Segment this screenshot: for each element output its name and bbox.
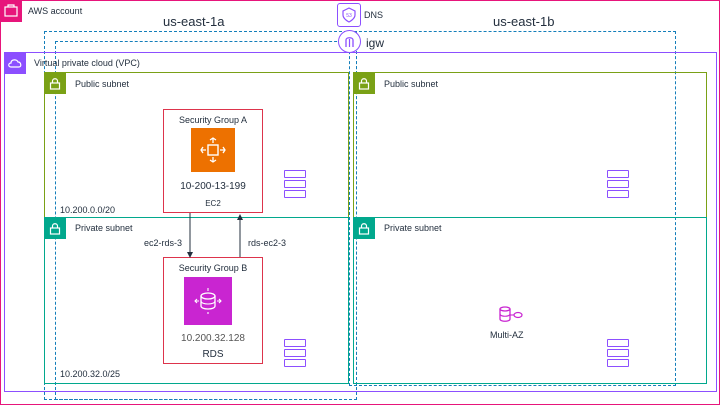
ip-address-list-icon — [607, 170, 629, 200]
aws-account-label: AWS account — [28, 6, 83, 16]
aws-account-icon — [0, 0, 22, 22]
public-subnet-b — [353, 72, 707, 218]
ec2-icon — [191, 128, 235, 172]
multi-az-label: Multi-AZ — [490, 330, 524, 340]
az-a-label: us-east-1a — [163, 14, 225, 29]
public-subnet-b-label: Public subnet — [384, 79, 439, 89]
public-subnet-a-label: Public subnet — [75, 79, 130, 89]
dns-label: DNS — [364, 10, 384, 20]
ip-address-list-icon — [284, 170, 306, 200]
lock-icon — [44, 217, 66, 239]
security-group-b-title: Security Group B — [178, 263, 248, 273]
public-subnet-a-cidr: 10.200.0.0/20 — [60, 205, 116, 215]
dns-icon: 53 — [337, 3, 361, 27]
ec2-ip-label: 10-200-13-199 — [180, 181, 246, 192]
igw-label: igw — [366, 36, 385, 50]
connection-arrows — [187, 213, 243, 258]
svg-text:53: 53 — [346, 13, 352, 19]
lock-icon — [353, 217, 375, 239]
az-b-box — [349, 31, 676, 386]
lock-icon — [353, 72, 375, 94]
ec2-rds-arrow-label: ec2-rds-3 — [144, 238, 183, 248]
security-group-a-title: Security Group A — [178, 115, 248, 125]
private-subnet-b-label: Private subnet — [384, 223, 442, 233]
ip-address-list-icon — [284, 339, 306, 369]
private-subnet-a — [44, 217, 349, 384]
lock-icon — [44, 72, 66, 94]
az-b-label: us-east-1b — [493, 14, 555, 29]
rds-ec2-arrow-label: rds-ec2-3 — [248, 238, 287, 248]
rds-ip-label: 10.200.32.128 — [181, 333, 245, 344]
vpc-icon — [4, 52, 26, 74]
vpc-frame — [4, 52, 717, 392]
rds-name-label: RDS — [202, 349, 224, 360]
private-subnet-b — [353, 217, 707, 384]
ip-address-list-icon — [607, 339, 629, 369]
rds-icon — [184, 277, 232, 325]
private-subnet-a-label: Private subnet — [75, 223, 133, 233]
vpc-label: Virtual private cloud (VPC) — [34, 58, 140, 68]
private-subnet-a-cidr: 10.200.32.0/25 — [60, 369, 121, 379]
multi-az-database-icon — [496, 305, 526, 328]
igw-icon — [338, 30, 361, 53]
ec2-name-label: EC2 — [205, 199, 221, 208]
